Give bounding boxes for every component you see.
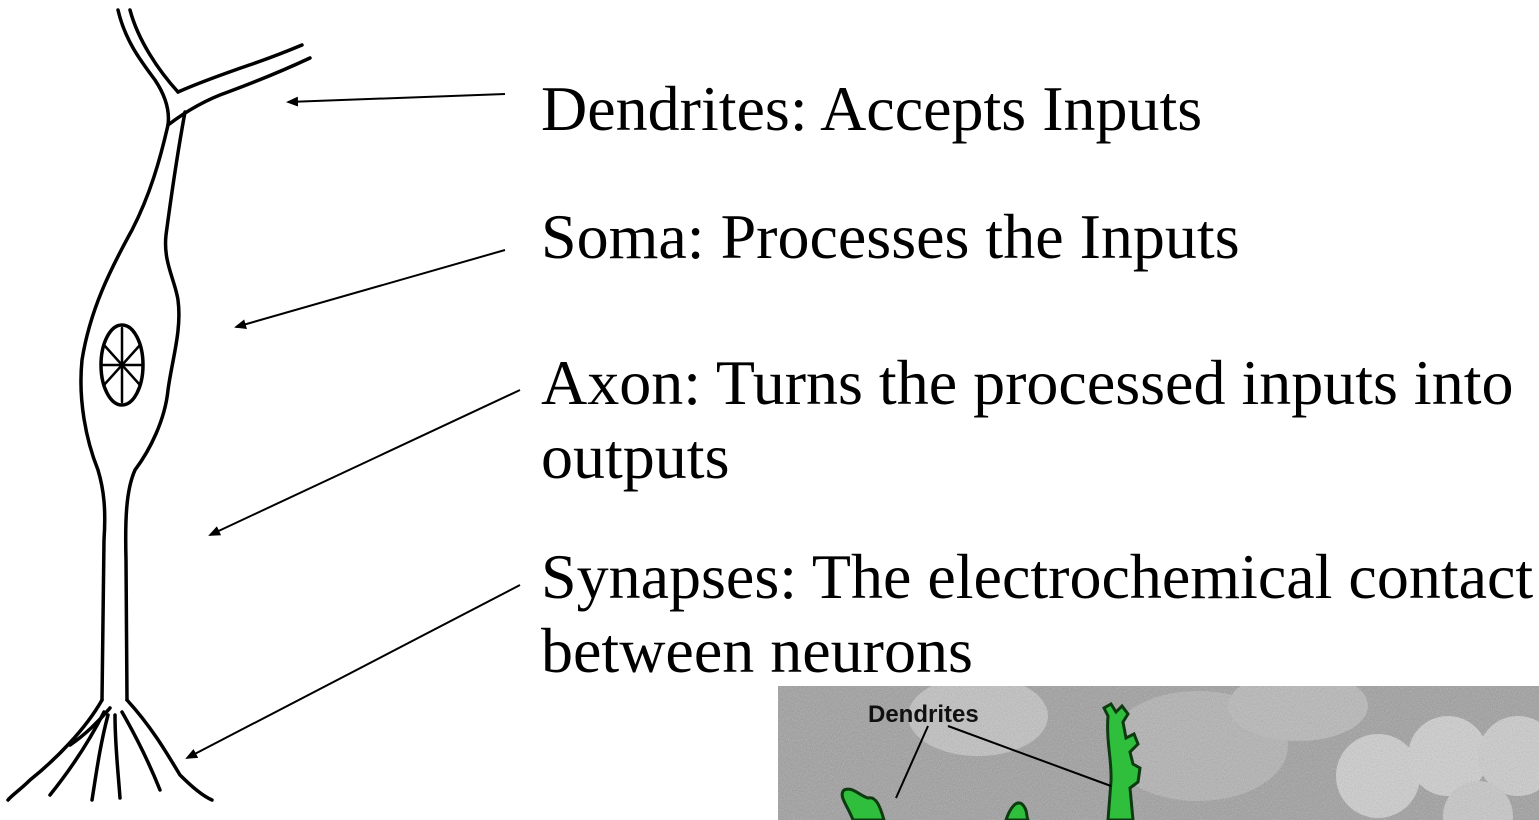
axon-label: Axon: Turns the processed inputs into ou… — [541, 346, 1513, 494]
dendrite-branch-left — [116, 8, 171, 127]
dendrites-label: Dendrites: Accepts Inputs — [541, 73, 1203, 144]
axon-terminal-right-2 — [120, 710, 162, 792]
dendrite-branch-left-inner — [128, 8, 180, 94]
synapses-label-line-2: between neurons — [541, 615, 973, 686]
arrow-dendrites — [286, 93, 506, 107]
soma-outline-right — [123, 110, 187, 702]
microscope-image-inset: Dendrites — [778, 686, 1539, 820]
pointer-arrows — [185, 93, 521, 759]
synapses-label-line-1: Synapses: The electrochemical contact — [541, 541, 1534, 612]
neuron-outline — [6, 8, 312, 802]
axon-terminal-right — [125, 698, 214, 802]
arrow-axon — [208, 389, 521, 536]
microscope-caption: Dendrites — [868, 701, 979, 728]
arrow-soma — [234, 249, 506, 330]
caption-pointer-lines — [895, 725, 1112, 799]
synapses-label: Synapses: The electrochemical contact be… — [541, 540, 1533, 688]
soma-outline-left — [79, 123, 170, 702]
soma-label: Soma: Processes the Inputs — [541, 201, 1240, 272]
axon-terminal-mid — [90, 713, 110, 802]
dendrite-branch-right — [176, 43, 304, 94]
axon-terminal-mid-2 — [113, 713, 122, 800]
axon-label-line-2: outputs — [541, 421, 730, 492]
green-neuron-cell — [840, 701, 1142, 820]
axon-terminal-inner — [68, 706, 112, 747]
arrow-synapses — [185, 584, 521, 759]
axon-label-line-1: Axon: Turns the processed inputs into — [541, 347, 1514, 418]
axon-terminal-left — [6, 698, 104, 802]
microscope-image — [778, 686, 1539, 820]
nucleus-spokes — [100, 326, 144, 404]
